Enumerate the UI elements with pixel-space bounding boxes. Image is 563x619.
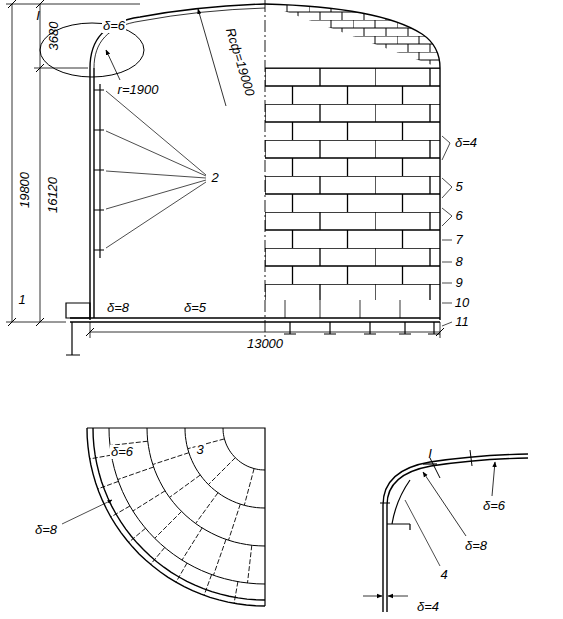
wall-plates (265, 68, 440, 300)
thickness-label: δ=8 (34, 523, 58, 537)
stiffener-angle (387, 480, 410, 530)
callout-number: 5 (454, 180, 463, 194)
detail-shell (387, 458, 528, 612)
leader-line (62, 500, 112, 524)
thickness-label: δ=6 (482, 499, 506, 513)
callout-number: 6 (454, 209, 463, 223)
callout-number: 3 (195, 443, 204, 457)
leader-line (106, 91, 206, 248)
dimension-line (90, 322, 440, 338)
detail-mark: I (35, 9, 41, 23)
thickness-label: δ=4 (416, 600, 440, 614)
callout-number: 11 (454, 315, 470, 329)
thickness-label: δ=6 (110, 445, 134, 459)
roof-plates (265, 4, 440, 68)
title-underline (423, 463, 437, 464)
thickness-label: δ=6 (102, 19, 126, 33)
callout-number: 7 (454, 233, 463, 247)
plate-ring (109, 428, 265, 584)
plate-joints (90, 439, 254, 603)
dimension-arrow (363, 596, 382, 597)
detail-shell (383, 454, 528, 612)
radius-label: Rсф=19000 (223, 25, 258, 98)
leader-line (442, 136, 452, 326)
thickness-label: δ=8 (106, 301, 130, 315)
radius-label: r=1900 (117, 83, 160, 97)
detail-mark: I (427, 447, 433, 461)
thickness-label: δ=4 (454, 136, 478, 150)
radius-leader (106, 50, 120, 80)
callout-number: 2 (210, 171, 219, 185)
dimension-line (6, 4, 140, 322)
radius-leader (198, 9, 226, 106)
dimension-label: 19800 (18, 171, 32, 209)
detail-i (62, 450, 528, 612)
callout-number: 10 (454, 296, 470, 310)
roof-joint (265, 68, 440, 69)
leader-line (492, 462, 495, 496)
thickness-label: δ=5 (183, 301, 207, 315)
bottom-plan (87, 428, 265, 606)
thickness-label: δ=8 (464, 539, 488, 553)
plate-ring (87, 428, 265, 606)
dimension-label: 13000 (246, 337, 284, 351)
plan-edge (87, 428, 265, 606)
dimension-label: 3680 (47, 21, 61, 52)
shell-wall (90, 68, 94, 320)
elevation (6, 0, 452, 355)
dimension-tick (86, 328, 444, 336)
callout-number: 1 (17, 293, 26, 307)
callout-number: 4 (439, 568, 448, 582)
bottom-plate (70, 318, 440, 322)
stiffener-rings (94, 84, 104, 258)
foundation-post (66, 303, 90, 355)
dimension-label: 16120 (46, 176, 60, 214)
callout-number: 8 (454, 255, 463, 269)
dimension-tick (8, 0, 44, 326)
annular-plates (285, 300, 400, 318)
shell-outline (265, 4, 440, 320)
callout-number: 9 (454, 276, 463, 290)
leader-line (423, 472, 466, 536)
leader-line (405, 500, 440, 566)
dimension-arrow (388, 596, 408, 597)
